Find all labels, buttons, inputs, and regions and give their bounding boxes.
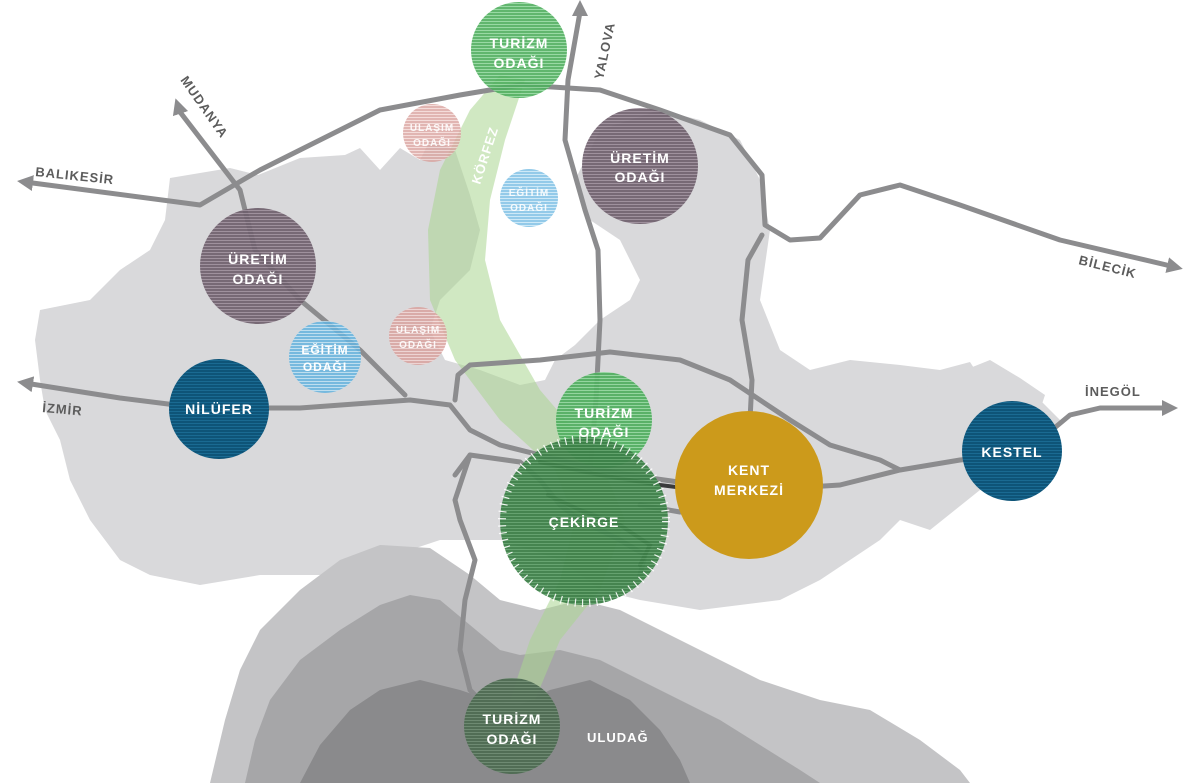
hub-label: ULAŞIM <box>396 325 440 336</box>
hub-label: MERKEZİ <box>714 482 784 498</box>
hub-label: ODAĞI <box>303 359 347 374</box>
destination-izmir: İZMİR <box>42 400 84 418</box>
hub-kestel: KESTEL <box>962 401 1062 501</box>
hub-cekirge: ÇEKİRGE <box>498 435 670 607</box>
hub-label: NİLÜFER <box>185 401 253 417</box>
hub-label: ÜRETİM <box>610 150 670 166</box>
hub-label: ODAĞI <box>579 423 630 440</box>
hub-kent-merkezi: KENT MERKEZİ <box>675 411 823 559</box>
hub-label: ODAĞI <box>233 270 284 287</box>
hub-label: TURİZM <box>483 711 542 727</box>
hub-label: TURİZM <box>490 35 549 51</box>
hub-label: ODAĞI <box>399 338 437 351</box>
hub-label: ULAŞIM <box>410 123 454 134</box>
mountain-label: ULUDAĞ <box>587 730 649 745</box>
hub-label: ODAĞI <box>494 54 545 71</box>
hub-turizm-north: TURİZM ODAĞI <box>471 2 567 98</box>
hub-uretim-west: ÜRETİM ODAĞI <box>200 208 316 324</box>
hub-ulasim-north: ULAŞIM ODAĞI <box>403 104 461 162</box>
hub-label: EĞİTİM <box>509 186 549 199</box>
hub-label: ÜRETİM <box>228 251 288 267</box>
hub-label: ODAĞI <box>413 136 451 149</box>
destination-yalova: YALOVA <box>591 21 618 81</box>
hub-label: ODAĞI <box>510 201 548 214</box>
hub-label: EĞİTİM <box>301 342 348 357</box>
hub-label: TURİZM <box>575 405 634 421</box>
hub-label: KESTEL <box>981 444 1042 460</box>
hub-label: ÇEKİRGE <box>549 514 620 530</box>
hub-uretim-northeast: ÜRETİM ODAĞI <box>582 108 698 224</box>
hub-label: ODAĞI <box>615 168 666 185</box>
hub-ulasim-west: ULAŞIM ODAĞI <box>389 307 447 365</box>
hub-label: KENT <box>728 462 770 478</box>
hub-turizm-south: TURİZM ODAĞI <box>464 678 560 774</box>
hub-egitim-north: EĞİTİM ODAĞI <box>500 169 558 227</box>
hub-label: ODAĞI <box>487 730 538 747</box>
hub-egitim-west: EĞİTİM ODAĞI <box>289 321 361 393</box>
destination-inegol: İNEGÖL <box>1085 384 1141 399</box>
destination-mudanya: MUDANYA <box>178 73 232 141</box>
hub-nilufer: NİLÜFER <box>169 359 269 459</box>
